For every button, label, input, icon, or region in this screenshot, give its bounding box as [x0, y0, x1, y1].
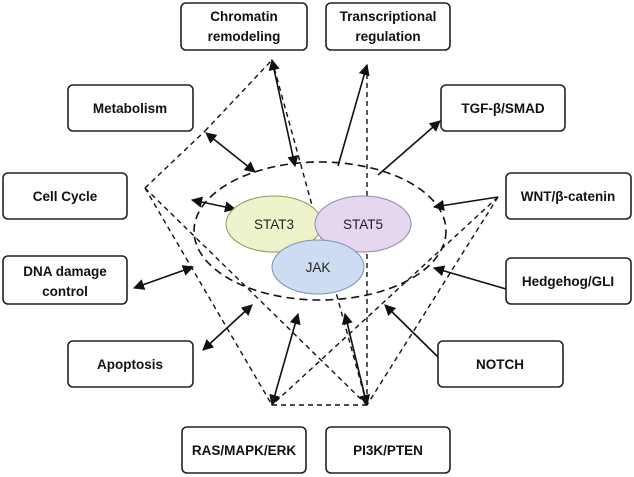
dna-damage-label-line2: control [42, 284, 88, 299]
dna-damage-label-line1: DNA damage [23, 264, 107, 279]
arrow [205, 132, 256, 173]
arrow [377, 120, 441, 176]
arrow [190, 196, 237, 213]
jak-stat-complex: STAT3 STAT5 JAK [225, 195, 412, 295]
jak-label: JAK [306, 260, 331, 275]
dashed-link [204, 59, 273, 132]
ras-label: RAS/MAPK/ERK [192, 443, 297, 458]
cell-cycle-label: Cell Cycle [33, 189, 98, 204]
transcriptional-box: Transcriptional regulation [325, 2, 451, 51]
arrow [132, 265, 195, 290]
arrow [337, 63, 370, 167]
jak-node [271, 239, 365, 295]
dashed-link [366, 196, 499, 406]
metabolism-label: Metabolism [93, 101, 167, 116]
arrow [384, 304, 439, 358]
transcriptional-label-line2: regulation [355, 29, 420, 44]
arrows [132, 58, 507, 407]
dashed-link [144, 187, 273, 406]
arrow [269, 312, 301, 407]
hedgehog-box: Hedgehog/GLI [505, 257, 632, 305]
chromatin-box: Chromatin remodeling [180, 2, 308, 51]
dashed-link [271, 196, 499, 406]
metabolism-box: Metabolism [67, 84, 194, 132]
pi3k-label: PI3K/PTEN [353, 443, 423, 458]
notch-label: NOTCH [476, 357, 524, 372]
pi3k-box: PI3K/PTEN [325, 426, 451, 474]
arrow [202, 304, 253, 351]
chromatin-label-line1: Chromatin [210, 9, 278, 24]
dashed-link [144, 130, 206, 189]
core-boundary [193, 161, 447, 301]
arrow [432, 265, 507, 290]
tgfb-box: TGF-β/SMAD [440, 84, 566, 132]
hedgehog-label: Hedgehog/GLI [522, 274, 614, 289]
arrow [341, 312, 371, 407]
cell-cycle-box: Cell Cycle [2, 172, 128, 220]
arrow [268, 58, 299, 168]
tgfb-label: TGF-β/SMAD [461, 101, 544, 116]
chromatin-label-line2: remodeling [208, 29, 281, 44]
stat3-label: STAT3 [254, 217, 294, 232]
wnt-box: WNT/β-catenin [505, 172, 632, 220]
apoptosis-label: Apoptosis [97, 357, 163, 372]
apoptosis-box: Apoptosis [67, 340, 194, 388]
arrow [432, 196, 499, 211]
dna-damage-box: DNA damage control [2, 255, 128, 305]
stat5-node [314, 195, 412, 253]
transcriptional-label-line1: Transcriptional [340, 9, 437, 24]
dashed-link [144, 187, 368, 406]
stat5-label: STAT5 [343, 217, 383, 232]
ras-box: RAS/MAPK/ERK [181, 426, 307, 474]
wnt-label: WNT/β-catenin [521, 189, 616, 204]
notch-box: NOTCH [437, 340, 564, 388]
